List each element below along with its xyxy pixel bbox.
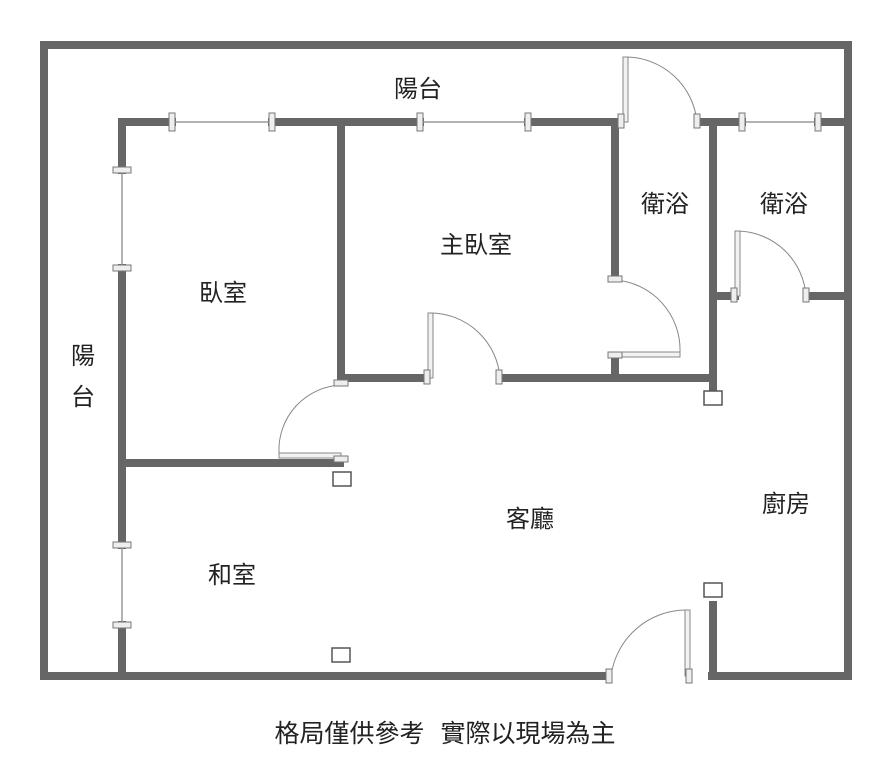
room-label-japanese-room: 和室 [208,561,256,589]
room-label-balcony-top: 陽台 [394,75,442,103]
room-label-balcony-left-1: 陽 [71,342,95,370]
room-label-balcony-left-2: 台 [71,383,95,411]
room-label-living-room: 客廳 [506,505,554,533]
room-label-bathroom-2: 衛浴 [760,190,808,218]
windows [112,112,822,629]
outer-walls [40,41,852,680]
disclaimer-caption: 格局僅供參考 實際以現場為主 [275,719,616,748]
room-label-bedroom: 臥室 [199,279,247,307]
room-label-kitchen: 廚房 [762,490,810,518]
outlet-boxes [331,390,723,663]
room-label-master-bedroom: 主臥室 [440,231,512,259]
room-label-bathroom-1: 衛浴 [641,190,689,218]
inner-walls [118,118,852,680]
doors [278,56,810,684]
